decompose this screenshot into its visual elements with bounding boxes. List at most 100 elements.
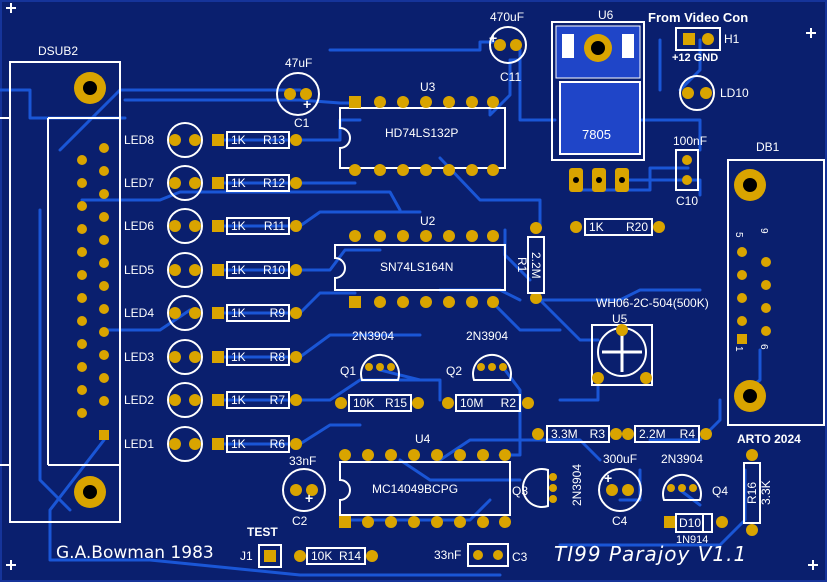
- c4-footprint: [598, 468, 642, 512]
- c11-footprint: [489, 26, 527, 64]
- chip-u4: [339, 449, 511, 528]
- h1-title: From Video Con: [648, 10, 749, 25]
- led6-footprint: [167, 208, 203, 244]
- led5-footprint: [167, 252, 203, 288]
- trimmer-u5: [591, 324, 653, 386]
- c3-footprint: [467, 543, 509, 567]
- led3-footprint: [167, 339, 203, 375]
- board-title: TI99 Parajoy V1.1: [554, 542, 748, 566]
- c3-value-label: 33nF: [434, 548, 462, 562]
- led1-label: LED1: [124, 437, 155, 451]
- author-label: G.A.Bowman 1983: [56, 543, 214, 563]
- c2-footprint: [282, 468, 326, 512]
- db1-pin9-label: 9: [758, 228, 769, 234]
- c1-ref-label: C1: [294, 116, 310, 130]
- led8-label: LED8: [124, 133, 155, 147]
- c1-footprint: [276, 72, 320, 116]
- u5-ref-label: U5: [612, 312, 628, 326]
- db1-pin5-label: 5: [733, 232, 744, 238]
- c2-ref-label: C2: [292, 514, 308, 528]
- c3-ref-label: C3: [512, 550, 528, 564]
- ld10-footprint: [679, 75, 715, 111]
- db1-label: DB1: [756, 140, 780, 154]
- q4-ref-label: Q4: [712, 484, 729, 498]
- q3-part-label: 2N3904: [570, 464, 584, 507]
- c2-plus-label: +: [305, 490, 314, 506]
- chip-u3: [339, 96, 506, 176]
- q4-part-label: 2N3904: [661, 452, 704, 466]
- c4-value-label: 300uF: [603, 452, 638, 466]
- dsub2-connector: [0, 61, 121, 523]
- led2-label: LED2: [124, 393, 155, 407]
- q3-ref-label: Q3: [512, 484, 529, 498]
- h1-label: H1: [724, 32, 740, 46]
- chip-u2: [334, 230, 506, 308]
- led7-label: LED7: [124, 176, 155, 190]
- led8-footprint: [167, 122, 203, 158]
- c4-ref-label: C4: [612, 514, 628, 528]
- u2-ref-label: U2: [420, 214, 436, 228]
- u6-ref-label: U6: [598, 8, 614, 22]
- u4-part-label: MC14049BCPG: [372, 482, 459, 496]
- q2-ref-label: Q2: [446, 364, 463, 378]
- j1-title: TEST: [247, 525, 278, 539]
- transistors: [360, 353, 702, 508]
- q3-footprint: [521, 468, 557, 508]
- c10-value-label: 100nF: [673, 134, 708, 148]
- ld10-label: LD10: [720, 86, 749, 100]
- u3-part-label: HD74LS132P: [385, 126, 459, 140]
- resistor-pads: [212, 134, 758, 562]
- c1-plus-label: +: [303, 96, 312, 112]
- d10-part-label: 1N914: [676, 534, 709, 546]
- db1-pin1-label: 1: [733, 346, 744, 352]
- capacitors: [276, 26, 699, 567]
- u6-part-label: 7805: [582, 127, 611, 142]
- led-array: [167, 75, 715, 462]
- q4-footprint: [662, 473, 702, 501]
- db1-pin6-label: 6: [758, 344, 769, 350]
- d10-ref-label: D10: [679, 516, 702, 530]
- c11-plus-label: +: [489, 30, 498, 46]
- regulator-u6: [551, 21, 645, 192]
- c2-value-label: 33nF: [289, 454, 317, 468]
- q2-footprint: [472, 353, 512, 381]
- h1-pin-labels: +12 GND: [672, 52, 719, 64]
- q1-ref-label: Q1: [340, 364, 357, 378]
- c1-value-label: 47uF: [285, 56, 313, 70]
- led7-footprint: [167, 165, 203, 201]
- u4-ref-label: U4: [415, 432, 431, 446]
- c10-footprint: [675, 149, 699, 191]
- q2-part-label: 2N3904: [466, 329, 509, 343]
- u2-part-label: SN74LS164N: [380, 260, 454, 274]
- led3-label: LED3: [124, 350, 155, 364]
- c10-ref-label: C10: [676, 194, 699, 208]
- led2-footprint: [167, 382, 203, 418]
- led4-footprint: [167, 295, 203, 331]
- testpad-j1: [258, 544, 282, 568]
- corner-marks: [6, 3, 818, 570]
- db1-connector: [727, 159, 825, 426]
- led5-label: LED5: [124, 263, 155, 277]
- dsub2-label: DSUB2: [38, 44, 79, 58]
- c11-ref-label: C11: [500, 70, 522, 84]
- c11-value-label: 470uF: [490, 10, 525, 24]
- u5-part-label: WH06-2C-504(500K): [596, 296, 709, 310]
- led4-label: LED4: [124, 306, 155, 320]
